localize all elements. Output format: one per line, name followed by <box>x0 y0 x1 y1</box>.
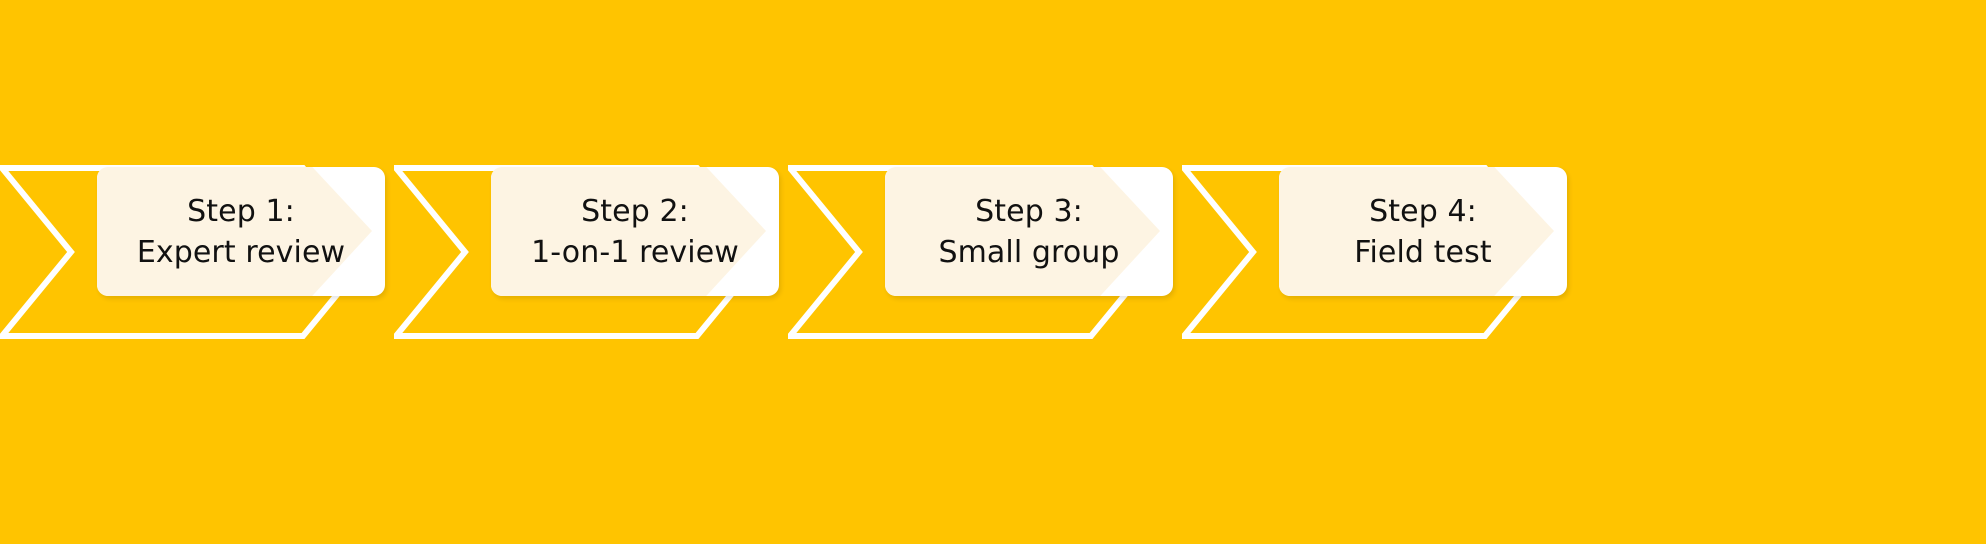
step-subtitle-3: Small group <box>938 234 1120 270</box>
step-subtitle-2: 1-on-1 review <box>531 234 739 270</box>
step-card-label-2: Step 2: 1-on-1 review <box>491 167 779 296</box>
step-subtitle-4: Field test <box>1354 234 1492 270</box>
step-card-3[interactable]: Step 3: Small group <box>885 167 1173 296</box>
step-title-3: Step 3: <box>975 193 1083 229</box>
step-title-4: Step 4: <box>1369 193 1477 229</box>
step-card-4[interactable]: Step 4: Field test <box>1279 167 1567 296</box>
step-card-2[interactable]: Step 2: 1-on-1 review <box>491 167 779 296</box>
step-title-1: Step 1: <box>187 193 295 229</box>
step-card-label-4: Step 4: Field test <box>1279 167 1567 296</box>
step-subtitle-1: Expert review <box>136 234 346 270</box>
step-card-1[interactable]: Step 1: Expert review <box>97 167 385 296</box>
step-card-label-1: Step 1: Expert review <box>97 167 385 296</box>
step-title-2: Step 2: <box>581 193 689 229</box>
process-step-4[interactable]: Step 4: Field test <box>1182 0 1679 544</box>
step-card-label-3: Step 3: Small group <box>885 167 1173 296</box>
